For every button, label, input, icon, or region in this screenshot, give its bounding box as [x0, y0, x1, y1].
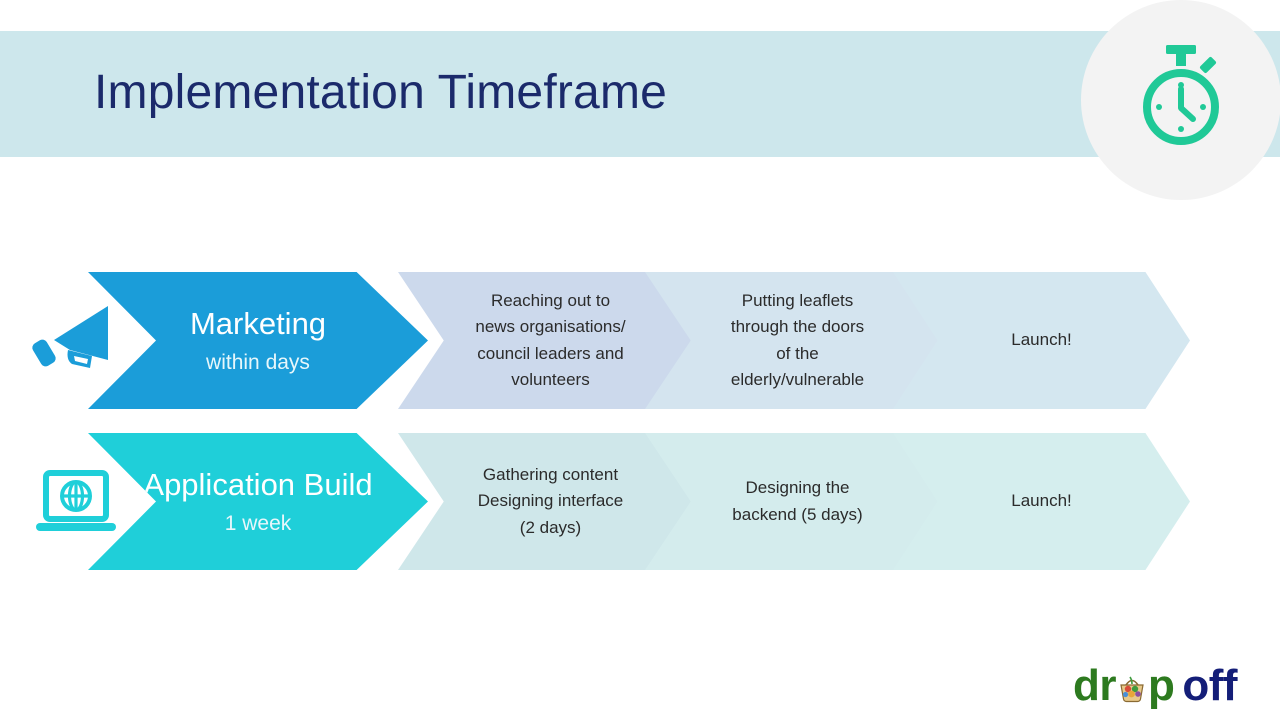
dropoff-logo: dr p off: [1073, 660, 1238, 712]
lead-subtitle: within days: [206, 351, 310, 375]
page-title: Implementation Timeframe: [94, 66, 668, 119]
step-text: Putting leaflets through the doors of th…: [730, 290, 865, 389]
chevron-appbuild-lead[interactable]: Application Build 1 week: [88, 433, 428, 570]
chevron-label: Putting leaflets through the doors of th…: [725, 288, 870, 393]
chevron-label: Gathering content Designing interface (2…: [472, 462, 630, 541]
megaphone-icon: [32, 306, 108, 368]
step-text: Designing the backend (5 days): [732, 478, 863, 524]
chevron-appbuild-step-3[interactable]: Launch!: [893, 433, 1190, 570]
chevron-label: Application Build 1 week: [137, 463, 378, 539]
timeline-row-marketing: Marketing within days Reaching out to ne…: [0, 272, 1280, 409]
header-band: [0, 31, 1280, 157]
chevron-marketing-step-1[interactable]: Reaching out to news organisations/ coun…: [398, 272, 703, 409]
chevron-label: Launch!: [1005, 488, 1078, 514]
step-text: Reaching out to news organisations/ coun…: [475, 290, 626, 389]
chevron-marketing-lead[interactable]: Marketing within days: [88, 272, 428, 409]
step-text: Launch!: [1011, 330, 1072, 350]
logo-text-off: off: [1182, 661, 1238, 710]
stopwatch-icon: [1143, 45, 1219, 145]
timeline-row-application-build: Application Build 1 week Gathering conte…: [0, 433, 1280, 570]
chevron-label: Designing the backend (5 days): [726, 475, 868, 528]
chevron-label: Launch!: [1005, 327, 1078, 353]
lead-subtitle: 1 week: [224, 512, 292, 536]
chevron-label: Marketing within days: [184, 302, 332, 378]
lead-title: Application Build: [143, 467, 373, 503]
chevron-marketing-step-2[interactable]: Putting leaflets through the doors of th…: [645, 272, 950, 409]
basket-icon: [1120, 676, 1144, 703]
chevron-label: Reaching out to news organisations/ coun…: [469, 288, 631, 393]
step-text: Gathering content Designing interface (2…: [477, 464, 624, 537]
chevron-appbuild-step-2[interactable]: Designing the backend (5 days): [645, 433, 950, 570]
lead-title: Marketing: [189, 306, 327, 342]
logo-text-dr: dr: [1073, 661, 1117, 710]
laptop-globe-icon: [36, 470, 116, 531]
chevron-marketing-step-3[interactable]: Launch!: [893, 272, 1190, 409]
step-text: Launch!: [1011, 491, 1072, 511]
logo-text-p: p: [1148, 661, 1175, 710]
chevron-appbuild-step-1[interactable]: Gathering content Designing interface (2…: [398, 433, 703, 570]
